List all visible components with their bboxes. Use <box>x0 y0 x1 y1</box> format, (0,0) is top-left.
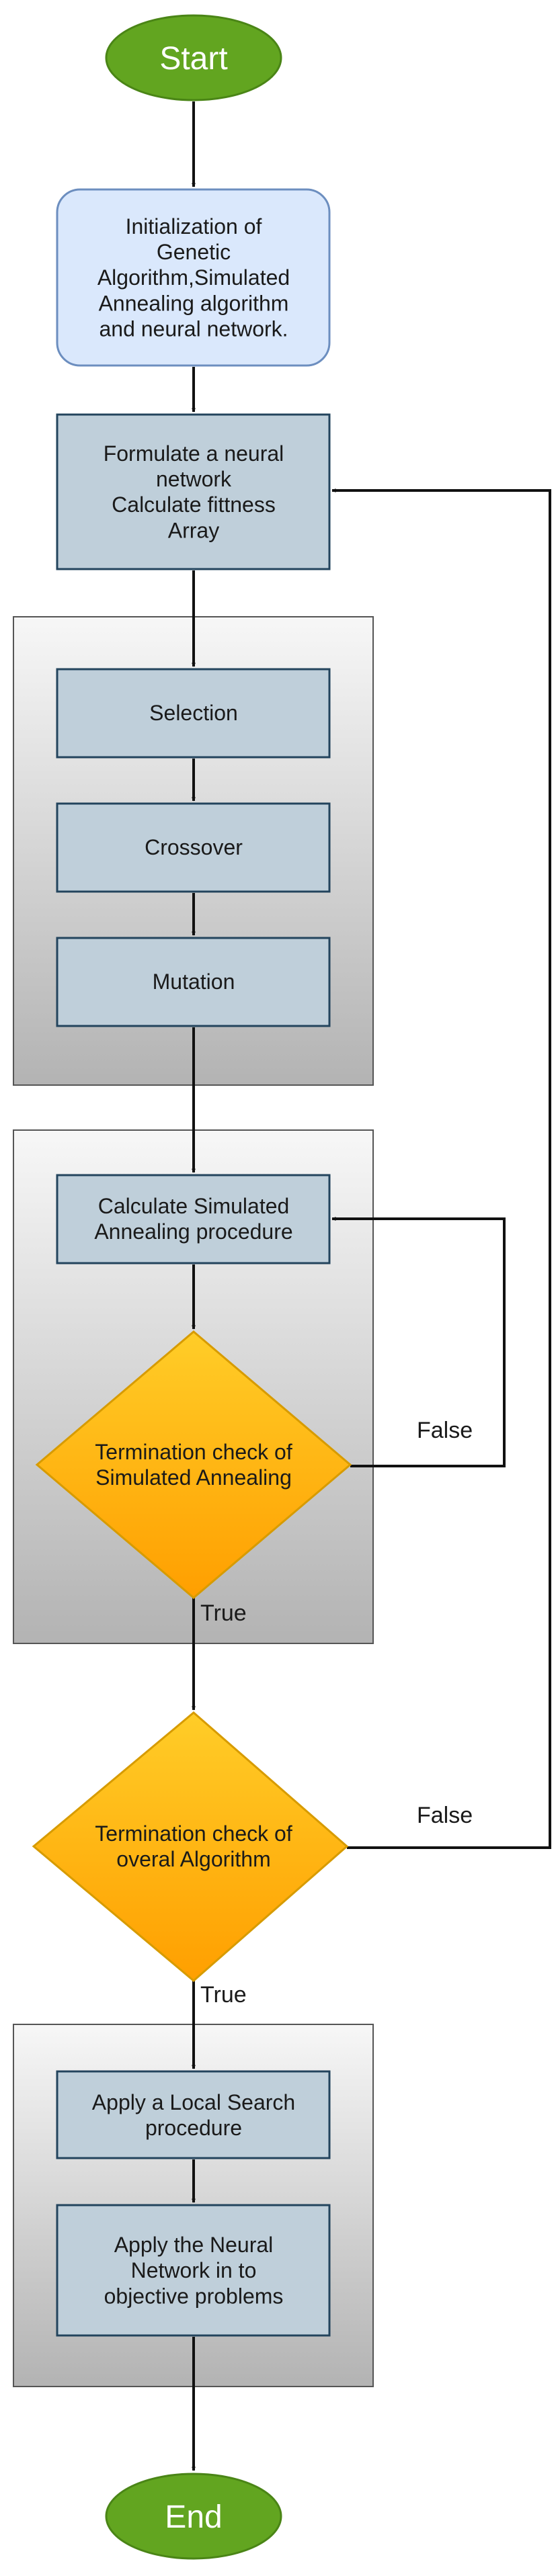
sa-check-label-line-1: Termination check of <box>95 1440 292 1464</box>
mutation-label: Mutation <box>153 970 235 994</box>
local-search-label-line-1: Apply a Local Search <box>92 2090 295 2114</box>
formulate-label-line-3: Calculate fittness <box>112 492 276 517</box>
start-label-line-1: Start <box>159 41 227 77</box>
local-search-node <box>56 2070 331 2159</box>
connectors <box>192 101 551 2471</box>
selection-node <box>56 668 331 759</box>
selection-label: Selection <box>149 701 238 725</box>
sa-check-false-label: False <box>417 1418 473 1443</box>
crossover-label-line-1: Crossover <box>145 835 243 859</box>
end-terminal <box>105 2473 282 2560</box>
overall-check-label-line-1: Termination check of <box>95 1821 292 1846</box>
apply-nn-node <box>56 2204 331 2337</box>
end-label-line-1: End <box>165 2499 222 2535</box>
local-search-label-line-2: procedure <box>145 2116 242 2140</box>
apply-nn-label-line-1: Apply the Neural <box>114 2233 274 2257</box>
sa-check-label-line-2: Simulated Annealing <box>95 1465 292 1490</box>
sa-check-decision <box>35 1330 352 1599</box>
init-label-line-2: Genetic <box>157 240 231 264</box>
overall-check-label-line-2: overal Algorithm <box>116 1847 270 1871</box>
formulate-label-line-4: Array <box>168 518 219 542</box>
arrow-sa-check-false-loop <box>331 1217 506 1467</box>
start-label: Start <box>159 41 227 77</box>
overall-check-false-label: False <box>417 1803 473 1828</box>
init-label-line-1: Initialization of <box>126 214 262 239</box>
end-label: End <box>165 2499 222 2535</box>
formulate-node <box>56 413 331 570</box>
init-node <box>56 188 331 367</box>
start-terminal <box>105 14 282 101</box>
sa-check-true-label: True <box>200 1600 247 1626</box>
crossover-label: Crossover <box>145 835 243 859</box>
arrow-overall-check-false-loop <box>331 488 551 1849</box>
overall-check-true-label: True <box>200 1982 247 2008</box>
selection-label-line-1: Selection <box>149 701 238 725</box>
overall-check-decision <box>32 1711 349 1982</box>
init-label-line-3: Algorithm,Simulated <box>97 265 290 290</box>
mutation-label-line-1: Mutation <box>153 970 235 994</box>
sa-procedure-label-line-2: Annealing procedure <box>94 1219 292 1244</box>
sa-procedure-label-line-1: Calculate Simulated <box>98 1194 290 1218</box>
formulate-label-line-1: Formulate a neural <box>104 441 284 466</box>
init-label-line-5: and neural network. <box>99 316 288 341</box>
crossover-node <box>56 802 331 893</box>
apply-nn-label-line-2: Network in to <box>131 2258 257 2282</box>
apply-nn-label-line-3: objective problems <box>104 2284 284 2308</box>
mutation-node <box>56 937 331 1027</box>
init-label-line-4: Annealing algorithm <box>99 291 289 315</box>
formulate-label-line-2: network <box>156 467 232 491</box>
sa-procedure-node <box>56 1174 331 1264</box>
